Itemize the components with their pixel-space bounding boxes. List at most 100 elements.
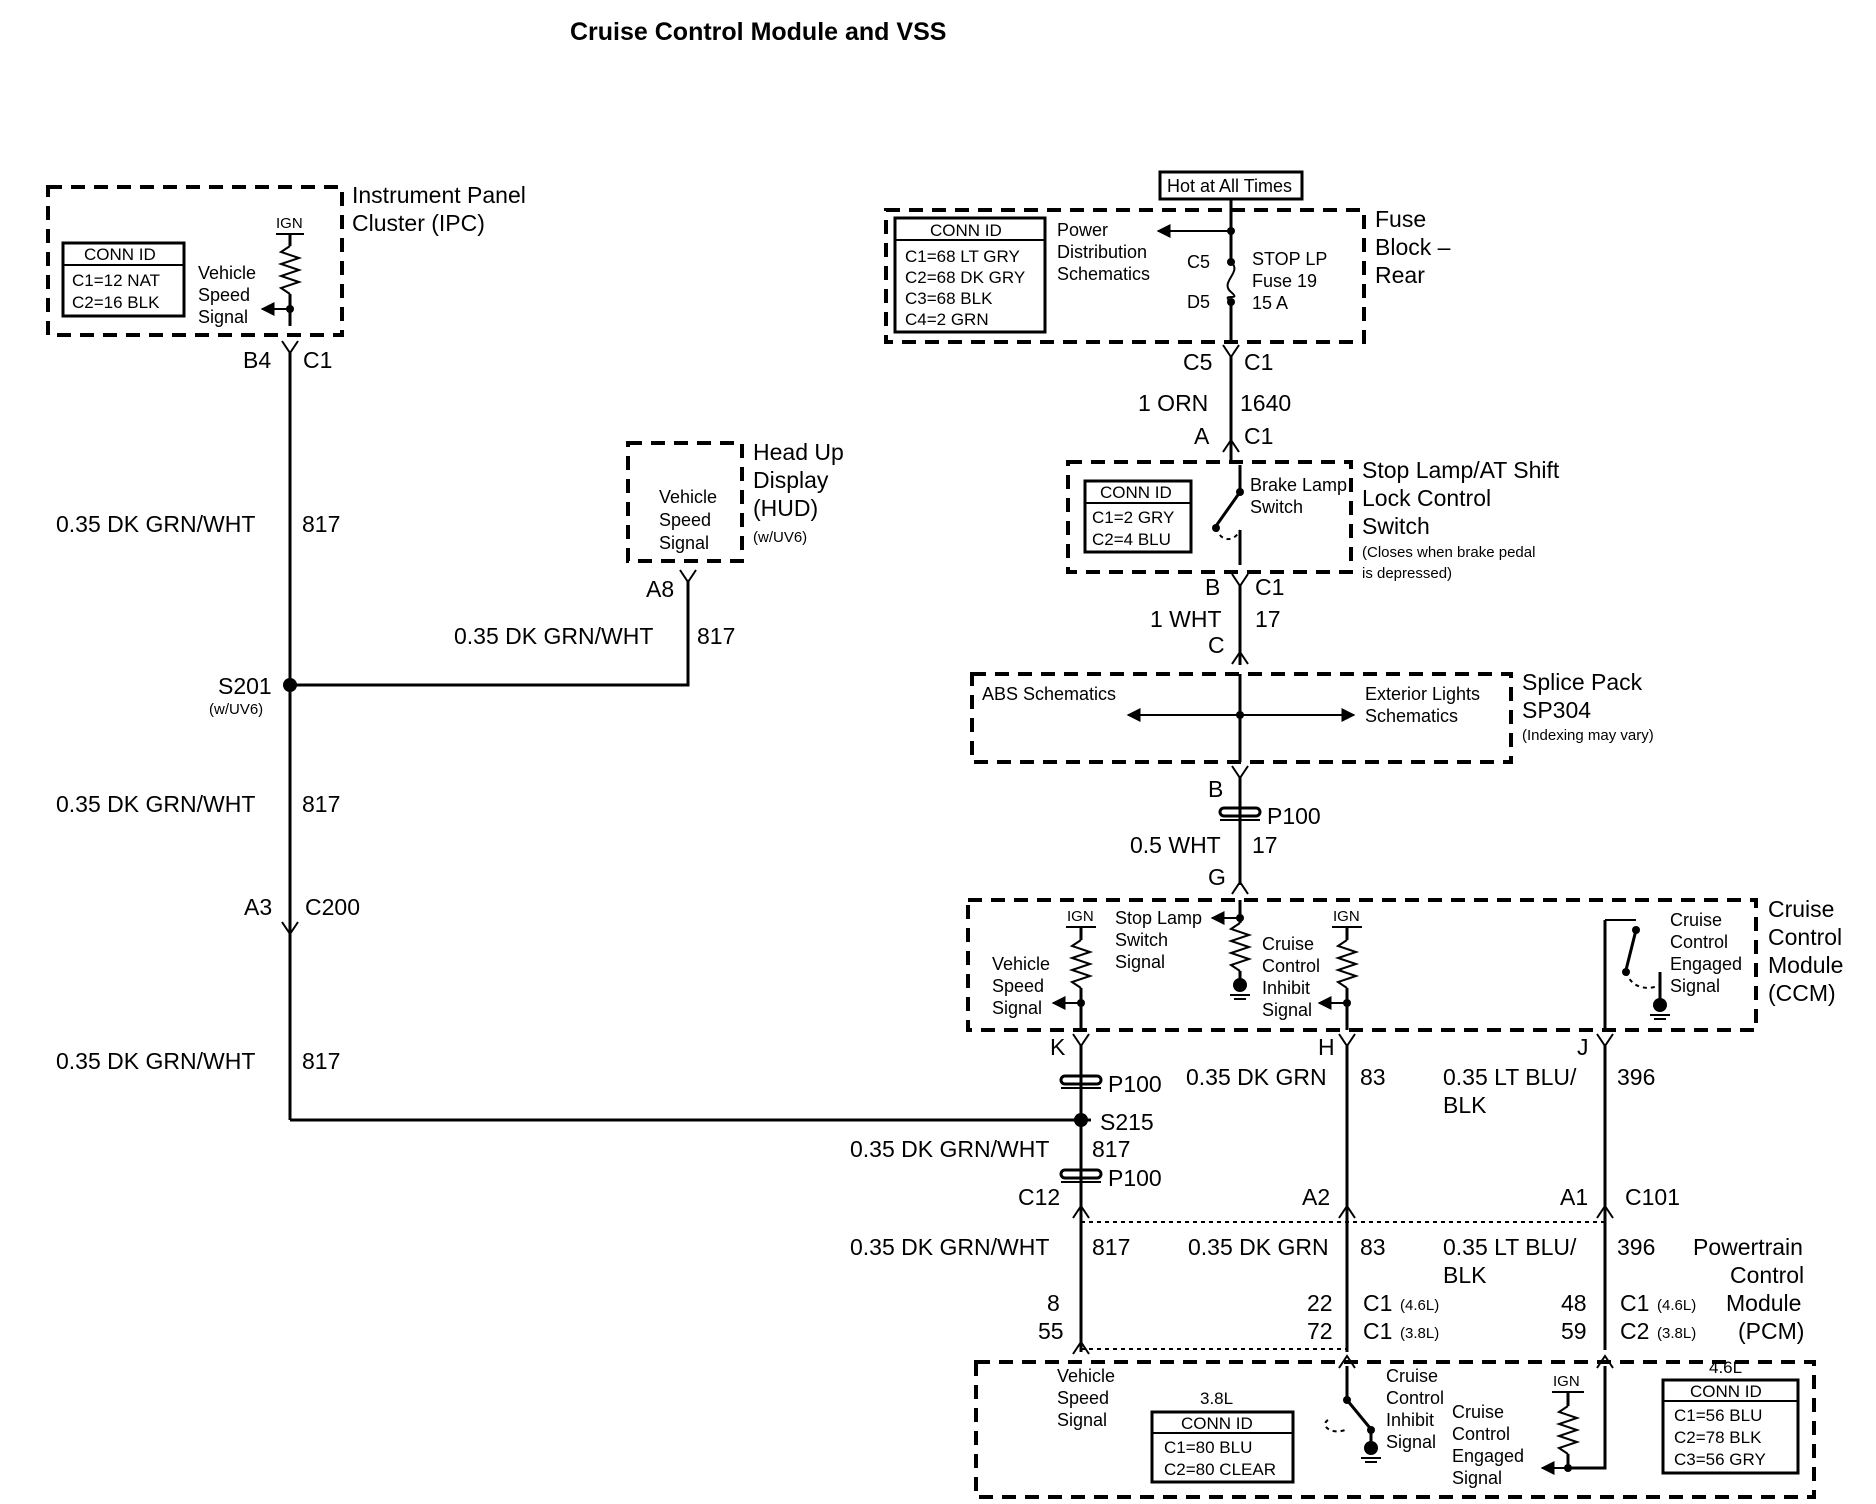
fuse-conn-c4: C4=2 GRN [905, 310, 989, 329]
pcm-box46-header: CONN ID [1690, 1382, 1762, 1401]
pcm-inh-l1: Cruise [1386, 1366, 1438, 1386]
ccm-eng-l3: Engaged [1670, 954, 1742, 974]
hot-at-all-times-label: Hot at All Times [1167, 176, 1292, 196]
ccm-stop-l2: Switch [1115, 930, 1168, 950]
connector-p100-upper-label: P100 [1267, 803, 1321, 829]
connector-a1: A1 [1560, 1184, 1588, 1210]
ccm-vss-pullup-resistor [1068, 939, 1094, 989]
ccm-stop-ground-icon [1233, 978, 1247, 992]
pcm-name-line1: Powertrain [1693, 1234, 1803, 1260]
pcm-inhibit-ground-icon [1364, 1441, 1378, 1455]
wire-83-label-2: 0.35 DK GRN [1188, 1234, 1329, 1260]
ccm-name-line1: Cruise [1768, 896, 1834, 922]
fuse-block-name-line2: Block – [1375, 234, 1451, 260]
wire-1640-label: 1 ORN [1138, 390, 1208, 416]
fuse-conn-c1: C1=68 LT GRY [905, 247, 1020, 266]
connector-p100-middle [1059, 1074, 1103, 1089]
stop-switch-conn-a: C1 [1244, 423, 1273, 449]
wire-817-circuit-5: 817 [1092, 1234, 1130, 1260]
wire-817-label-1: 0.35 DK GRN/WHT [56, 511, 255, 537]
pcm-inh-c1-38: C1 [1363, 1318, 1392, 1344]
ipc-signal-l2: Speed [198, 285, 250, 305]
wire-17-label-2: 0.5 WHT [1130, 832, 1221, 858]
pcm-eng-l1: Cruise [1452, 1402, 1504, 1422]
ccm-name-line3: Module [1768, 952, 1843, 978]
ccm-inh-l4: Signal [1262, 1000, 1312, 1020]
pcm-box46-title: 4.6L [1709, 1358, 1742, 1377]
pcm-box38-header: CONN ID [1181, 1414, 1253, 1433]
pcm-eng-c2-38: C2 [1620, 1318, 1649, 1344]
ccm-eng-l4: Signal [1670, 976, 1720, 996]
wire-817-label-hud: 0.35 DK GRN/WHT [454, 623, 653, 649]
wire-817-label-2: 0.35 DK GRN/WHT [56, 791, 255, 817]
splice-pack-component: Splice Pack SP304 (Indexing may vary) AB… [970, 669, 1654, 802]
stop-switch-name-line3: Switch [1362, 513, 1430, 539]
pcm-ign-label: IGN [1553, 1373, 1580, 1390]
wire-817-label-5: 0.35 DK GRN/WHT [850, 1234, 1049, 1260]
fuse-block-name-line3: Rear [1375, 262, 1425, 288]
wire-396-label-2b: BLK [1443, 1262, 1487, 1288]
wire-396-circuit-2: 396 [1617, 1234, 1655, 1260]
pcm-box38-title: 3.8L [1200, 1389, 1233, 1408]
ccm-engaged-switch-actuator [1625, 971, 1661, 989]
fuse-d5-label: D5 [1187, 292, 1210, 312]
stop-switch-note-line2: is depressed) [1362, 565, 1452, 582]
ccm-boundary [966, 898, 1758, 1032]
ccm-vss-l2: Speed [992, 976, 1044, 996]
ccm-stop-l1: Stop Lamp [1115, 908, 1202, 928]
connector-p100-upper [1218, 806, 1262, 821]
ipc-name-line2: Cluster (IPC) [352, 210, 485, 236]
pcm-inhibit-switch-actuator [1324, 1419, 1346, 1433]
pcm-pin-vss-symbol [1072, 1340, 1090, 1355]
hud-name-line4: (w/UV6) [753, 529, 807, 546]
pcm-pin-8: 8 [1047, 1290, 1060, 1316]
ccm-inh-l2: Control [1262, 956, 1320, 976]
wire-817-circuit-1: 817 [302, 511, 340, 537]
pcm-inh-l4: Signal [1386, 1432, 1436, 1452]
wire-17-circuit-2: 17 [1252, 832, 1278, 858]
hud-name-line2: Display [753, 467, 829, 493]
connector-a1-symbol [1596, 1204, 1614, 1219]
wire-396-label-1a: 0.35 LT BLU/ [1443, 1064, 1577, 1090]
hud-name-line1: Head Up [753, 439, 844, 465]
ccm-engaged-switch-contact [1624, 929, 1638, 971]
ipc-connector-c1: C1 [303, 347, 332, 373]
ccm-name-line4: (CCM) [1768, 980, 1836, 1006]
ipc-conn-c2: C2=16 BLK [72, 293, 160, 312]
wire-817-circuit-4: 817 [1092, 1136, 1130, 1162]
wire-817-label-4: 0.35 DK GRN/WHT [850, 1136, 1049, 1162]
ipc-conn-id-table: CONN ID C1=12 NAT C2=16 BLK [61, 241, 186, 318]
splice-pack-pin-b: B [1208, 776, 1223, 802]
connector-c12-symbol [1072, 1204, 1090, 1219]
wire-83-circuit-2: 83 [1360, 1234, 1386, 1260]
pcm-pin-22: 22 [1307, 1290, 1333, 1316]
pcm-eng-l2: Control [1452, 1424, 1510, 1444]
ccm-engaged-ground-icon [1653, 998, 1667, 1012]
stop-switch-note-line1: (Closes when brake pedal [1362, 544, 1535, 561]
connector-a2: A2 [1302, 1184, 1330, 1210]
ccm-pin-h: H [1318, 1034, 1335, 1060]
pcm-name-line2: Control [1730, 1262, 1804, 1288]
wire-817-circuit-hud: 817 [697, 623, 735, 649]
fuse-conn-c3: C3=68 BLK [905, 289, 993, 308]
stop-switch-conn-a-symbol [1222, 438, 1240, 453]
fuse-block-name-line1: Fuse [1375, 206, 1426, 232]
hud-component: Head Up Display (HUD) (w/UV6) Vehicle Sp… [626, 439, 844, 602]
splice-pack-pin-c: C [1208, 632, 1225, 658]
ccm-ign-vss: IGN [1067, 908, 1094, 925]
pcm-inh-l3: Inhibit [1386, 1410, 1434, 1430]
fuse-out-conn-c1: C1 [1244, 349, 1273, 375]
fuse-block-component: Hot at All Times Fuse Block – Rear CONN … [884, 170, 1451, 375]
wire-17-label-1: 1 WHT [1150, 606, 1222, 632]
connector-a2-symbol [1338, 1204, 1356, 1219]
stop-switch-conn-b: C1 [1255, 574, 1284, 600]
connector-p100-lower [1059, 1168, 1103, 1183]
hud-pin-a8: A8 [646, 576, 674, 602]
ext-lights-l2: Schematics [1365, 706, 1458, 726]
stop-switch-conn-id-table: CONN ID C1=2 GRY C2=4 BLU [1083, 479, 1193, 554]
stop-conn-id-header: CONN ID [1100, 483, 1172, 502]
pcm-inh-l2: Control [1386, 1388, 1444, 1408]
ipc-pin-b4: B4 [243, 347, 271, 373]
ccm-stop-pulldown-resistor [1227, 922, 1253, 972]
connector-c200: C200 [305, 894, 360, 920]
